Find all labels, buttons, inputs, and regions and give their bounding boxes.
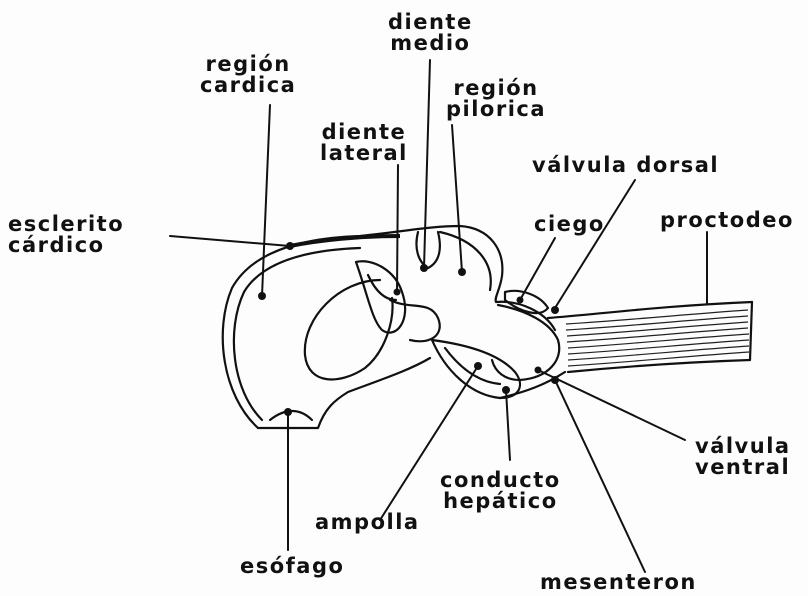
leader-diente-medio <box>424 60 430 268</box>
ossicle-large <box>305 280 393 379</box>
leader-region-pilorica <box>452 125 462 272</box>
leader-lines <box>170 60 707 572</box>
leader-mesenteron <box>555 380 645 572</box>
proctodeum-folds <box>566 310 749 366</box>
leader-valvula-ventral <box>538 370 685 440</box>
pointer-dots <box>258 242 559 416</box>
label-proctodeo: proctodeo <box>660 210 794 231</box>
lateral-tooth-detail <box>368 275 396 300</box>
leader-conducto-hepatico <box>506 390 510 460</box>
median-tooth <box>416 232 439 268</box>
lower-wall <box>500 372 565 398</box>
ampolla-inner <box>445 348 500 384</box>
label-esofago: esófago <box>240 556 344 577</box>
proctodeum-bottom <box>568 360 750 372</box>
leader-ciego <box>520 238 555 300</box>
leader-valvula-dorsal <box>555 180 635 308</box>
label-conducto-hepatico: conducto hepático <box>440 470 561 512</box>
pyloric-detail <box>390 300 440 341</box>
label-diente-lateral: diente lateral <box>320 122 408 164</box>
label-esclerito-cardico: esclerito cárdico <box>8 214 124 256</box>
cardiac-chamber-inner-wall <box>234 248 360 420</box>
leader-diente-lateral <box>397 165 398 292</box>
label-region-cardica: región cardica <box>200 54 296 96</box>
esophagus-opening <box>258 358 430 428</box>
proctodeum-top <box>548 302 752 318</box>
leader-esclerito-cardico <box>170 236 290 246</box>
pyloric-wall <box>440 232 491 290</box>
cardiac-sclerite <box>290 236 400 246</box>
label-valvula-ventral: válvula ventral <box>695 436 791 478</box>
label-diente-medio: diente medio <box>388 12 473 54</box>
label-mesenteron: mesenteron <box>540 572 697 593</box>
label-ciego: ciego <box>534 214 605 235</box>
mesenteron-body <box>492 305 559 380</box>
label-ampolla: ampolla <box>315 512 420 533</box>
label-valvula-dorsal: válvula dorsal <box>532 155 719 176</box>
label-region-pilorica: región pilorica <box>446 78 546 120</box>
proctodeum-end <box>750 302 752 360</box>
